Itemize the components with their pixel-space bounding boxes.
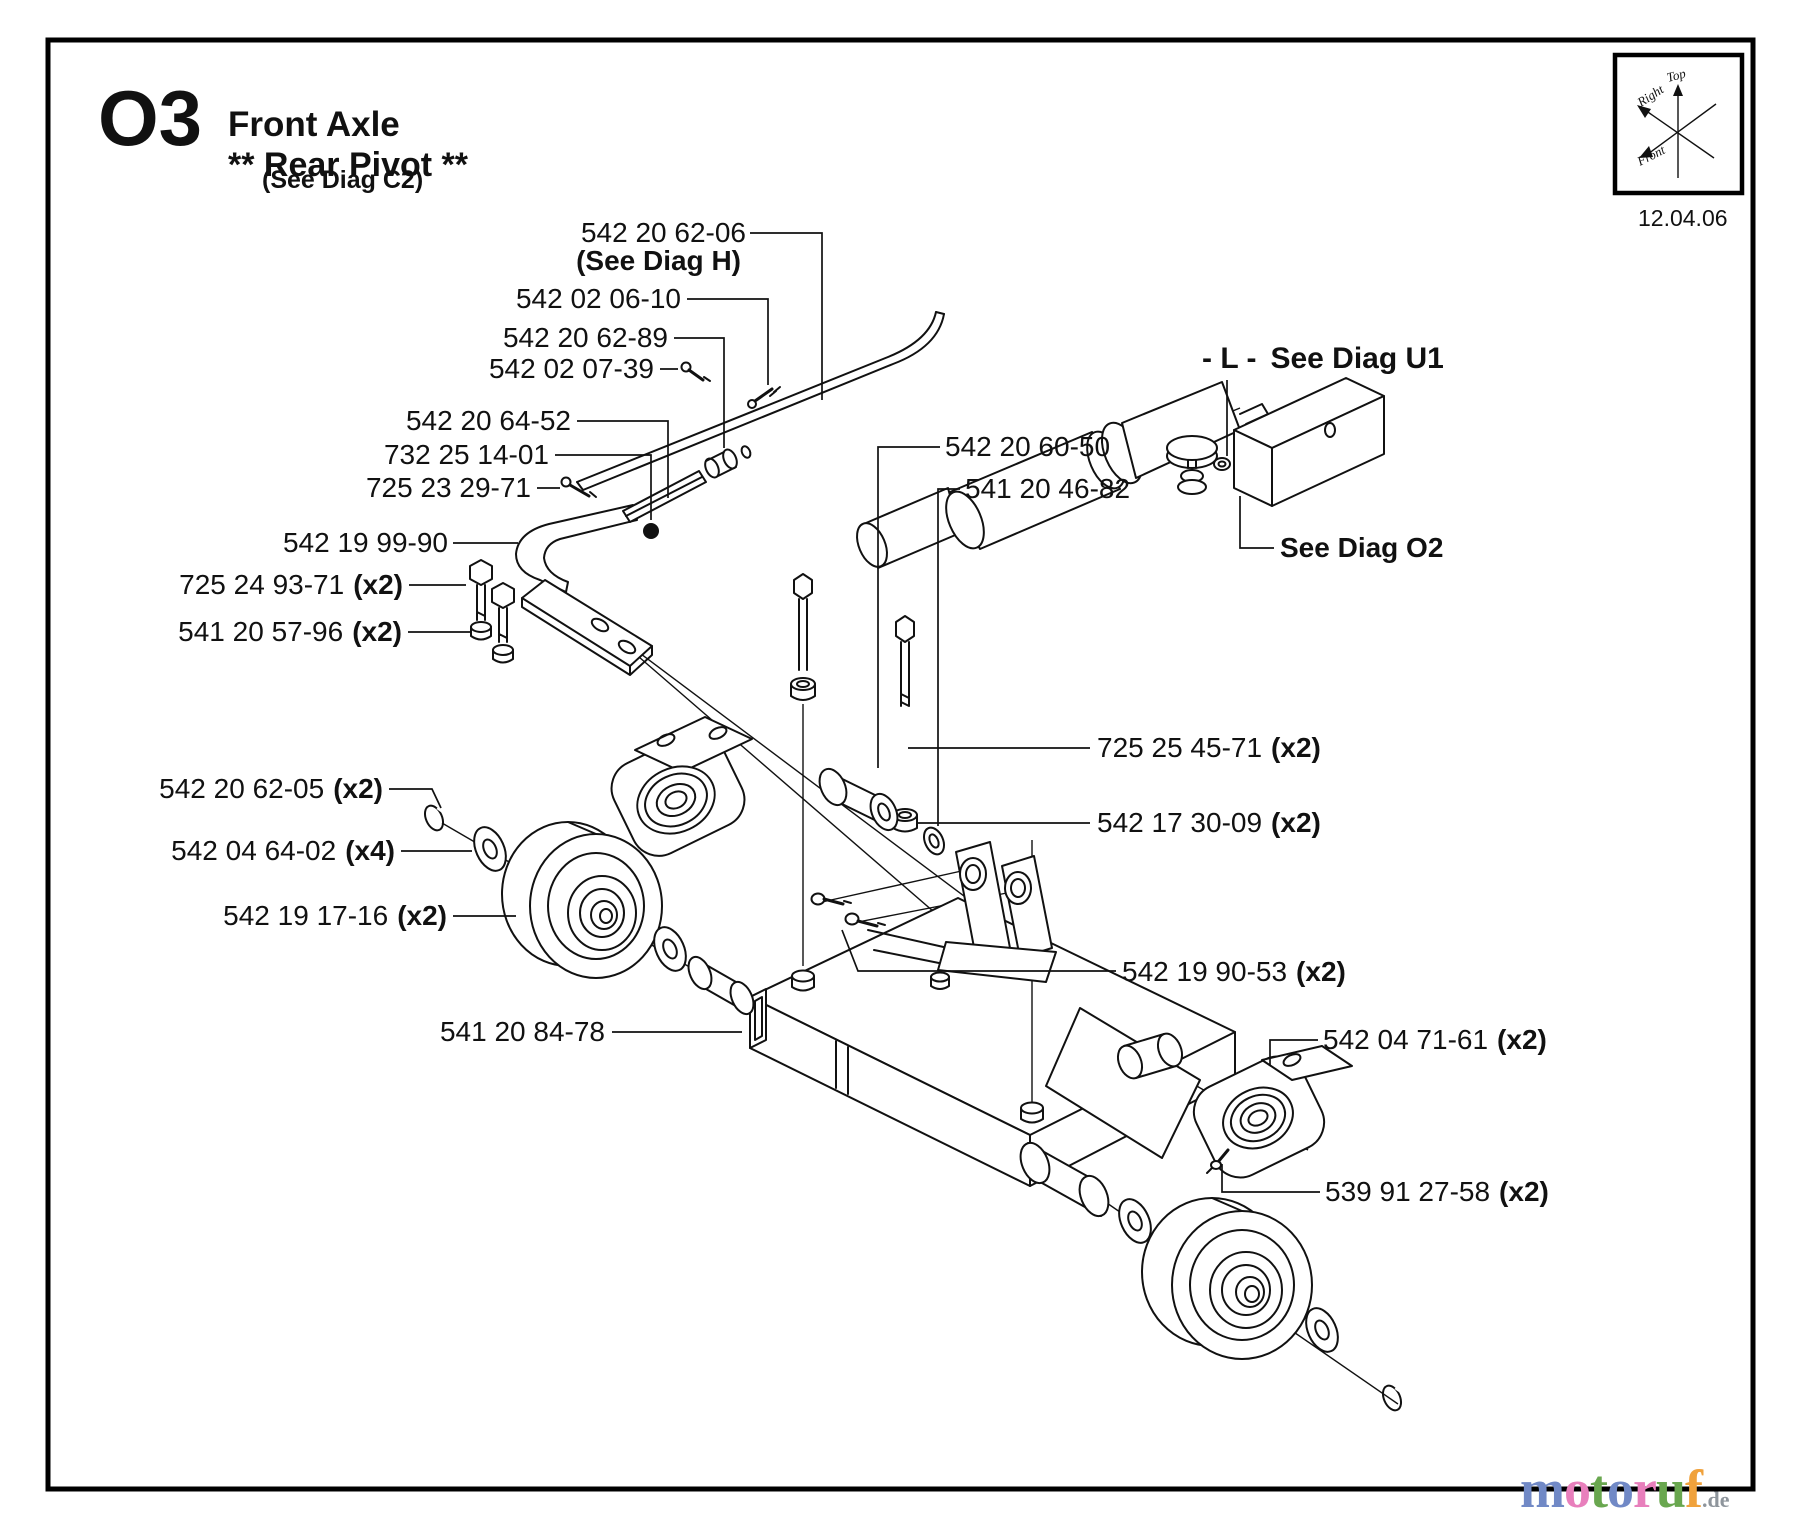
page-border xyxy=(45,37,1756,1492)
center-bolts xyxy=(790,573,1044,1124)
pivot-shaft xyxy=(856,487,961,569)
watermark-letter: o xyxy=(1563,1459,1591,1519)
compass-top-label: Top xyxy=(1665,65,1688,85)
callout-732-25-14-01: 732 25 14-01 xyxy=(384,439,549,470)
callout-725-25-45-71: 725 25 45-71(x2) xyxy=(1097,732,1321,763)
callout-725-23-29-71: 725 23 29-71 xyxy=(366,472,531,503)
callout-542-04-71-61: 542 04 71-61(x2) xyxy=(1323,1024,1547,1055)
washer xyxy=(653,926,687,972)
hitch-receiver xyxy=(1233,377,1385,507)
watermark-letter: o xyxy=(1606,1459,1634,1519)
axle-flange xyxy=(1019,1007,1201,1218)
left-wheel-assembly xyxy=(423,804,755,1016)
washer xyxy=(1305,1307,1339,1353)
watermark-logo: motoruf.de xyxy=(1520,1458,1729,1520)
pivot-arm-assembly xyxy=(856,377,1385,569)
hex-bolt-long xyxy=(895,615,915,707)
retainer-clip xyxy=(423,804,447,832)
washer-nut xyxy=(492,644,514,664)
hex-bolt xyxy=(469,559,493,621)
small-screw xyxy=(560,476,597,498)
callout-542-20-62-05: 542 20 62-05(x2) xyxy=(159,773,383,804)
bearing-housing-right xyxy=(1192,1045,1353,1179)
watermark-letter: t xyxy=(1589,1459,1608,1519)
hex-nut xyxy=(892,808,918,833)
pivot-clevis xyxy=(867,841,1057,983)
callout-542-20-62-89: 542 20 62-89 xyxy=(503,322,668,353)
top-arrow-icon xyxy=(1673,84,1683,96)
axle-stub-left xyxy=(687,955,755,1016)
page-subtitle: ** Rear Pivot ** xyxy=(228,146,469,184)
leader-lines xyxy=(389,232,1320,1193)
callout-542-19-99-90: 542 19 99-90 xyxy=(283,527,448,558)
title-block: O3 Front Axle ** Rear Pivot ** (See Diag… xyxy=(98,74,469,194)
washer xyxy=(1118,1198,1152,1244)
pivot-tube xyxy=(945,381,1241,550)
right-wheel-assembly xyxy=(1118,1197,1405,1412)
link-strap xyxy=(622,470,707,523)
bushing-ring xyxy=(922,826,946,856)
hex-nut xyxy=(930,971,950,990)
wheel-right xyxy=(1141,1197,1313,1360)
hex-bolt xyxy=(491,582,515,643)
callout-542-20-60-50: 542 20 60-50 xyxy=(945,431,1110,462)
watermark-letter: u xyxy=(1655,1459,1686,1519)
washer xyxy=(473,826,507,872)
callout-542-19-17-16: 542 19 17-16(x2) xyxy=(223,900,447,931)
axle-stub-top xyxy=(1116,1032,1184,1080)
callout-542-02-06-10: 542 02 06-10 xyxy=(516,283,681,314)
rod-clamp xyxy=(704,445,752,479)
washer-nut xyxy=(470,621,492,641)
callout-542-04-64-02: 542 04 64-02(x4) xyxy=(171,835,395,866)
callouts: 542 20 62-06 (See Diag H) 542 02 06-10 5… xyxy=(159,217,1549,1207)
callout-541-20-57-96: 541 20 57-96(x2) xyxy=(178,616,402,647)
callout-542-17-30-09: 542 17 30-09(x2) xyxy=(1097,807,1321,838)
lock-knob xyxy=(1166,435,1218,495)
callout-725-24-93-71: 725 24 93-71(x2) xyxy=(179,569,403,600)
small-screw xyxy=(680,361,711,382)
hex-nut xyxy=(790,677,816,701)
wheel-left xyxy=(501,821,663,979)
page-note: (See Diag C2) xyxy=(262,166,423,194)
bearing-housing-middle xyxy=(610,716,753,857)
see-diag-o2-ref: See Diag O2 xyxy=(1280,532,1443,563)
small-screw xyxy=(844,912,886,928)
callout-542-02-07-39: 542 02 07-39 xyxy=(489,353,654,384)
right-arrow-icon xyxy=(1637,105,1651,118)
front-arrow-icon xyxy=(1639,146,1653,158)
diagram-code: O3 xyxy=(98,74,202,162)
control-rod-assembly xyxy=(560,311,945,539)
callout-542-19-90-53: 542 19 90-53(x2) xyxy=(1122,956,1346,987)
axle-stub-bottom xyxy=(1019,1141,1110,1218)
watermark-letter: f xyxy=(1684,1459,1703,1519)
callout-542-20-64-52: 542 20 64-52 xyxy=(406,405,571,436)
page-title: Front Axle xyxy=(228,105,400,144)
support-bracket xyxy=(515,504,653,676)
callout-541-20-46-82: 541 20 46-82 xyxy=(965,473,1130,504)
callout-542-20-62-06: 542 20 62-06 xyxy=(581,217,746,248)
rubber-knob xyxy=(643,523,659,539)
bracket-bolts xyxy=(469,559,515,664)
hex-bolt-long xyxy=(793,573,813,671)
small-screw xyxy=(810,892,852,906)
orientation-compass: Top Right Front 12.04.06 xyxy=(1612,52,1745,231)
grease-fitting xyxy=(1206,1148,1230,1174)
watermark-letter: m xyxy=(1520,1459,1565,1519)
revision-date: 12.04.06 xyxy=(1638,205,1728,231)
watermark-suffix: .de xyxy=(1701,1487,1730,1512)
spacer-bushing xyxy=(818,767,946,856)
watermark-letter: r xyxy=(1632,1459,1657,1519)
hex-nut xyxy=(791,969,815,992)
callout-541-20-84-78: 541 20 84-78 xyxy=(440,1016,605,1047)
see-diag-h-ref: (See Diag H) xyxy=(576,245,741,276)
hex-nut xyxy=(1020,1101,1044,1124)
l-marker-see-diag-u1: - L -See Diag U1 xyxy=(1202,342,1444,375)
retainer-clip xyxy=(1381,1384,1405,1412)
small-pin xyxy=(747,386,781,409)
mount-screws xyxy=(810,892,886,928)
callout-539-91-27-58: 539 91 27-58(x2) xyxy=(1325,1176,1549,1207)
